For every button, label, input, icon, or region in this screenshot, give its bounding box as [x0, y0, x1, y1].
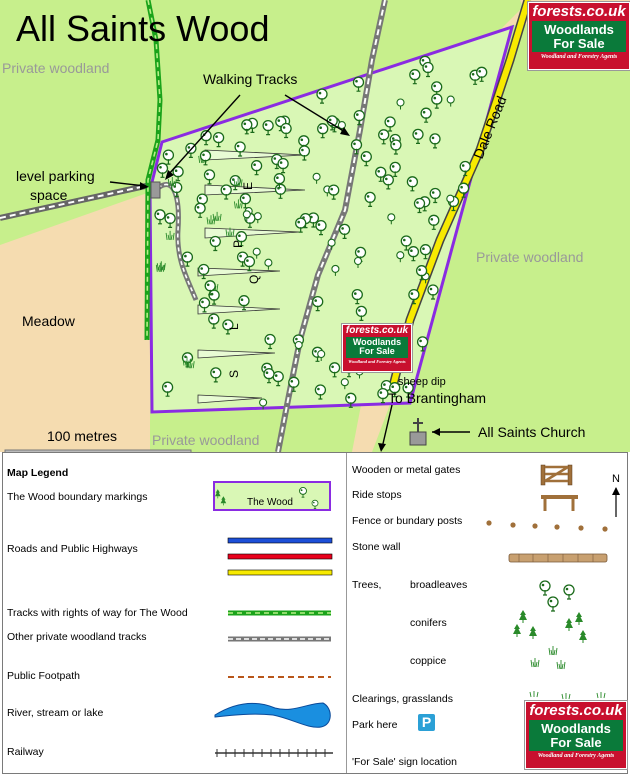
- meadow-area: [0, 192, 150, 452]
- fence-posts-icon: [486, 520, 608, 532]
- sign-box: Woodlands For Sale: [532, 21, 626, 53]
- parking-arrow: [109, 181, 146, 187]
- brantingham-arrow: [381, 404, 393, 449]
- legend-symbols-left: [214, 486, 333, 757]
- legend-item-for-sale: 'For Sale' sign location: [352, 756, 457, 768]
- sign-brand-2: forests.co.uk: [345, 325, 409, 336]
- map-legend: Map Legend The Wood boundary markings Ro…: [2, 452, 628, 774]
- sign-box-3: Woodlands For Sale: [529, 720, 623, 752]
- legend-wood-sample-label: The Wood: [247, 497, 293, 508]
- legend-item-rights-of-way: Tracks with rights of way for The Wood: [7, 607, 188, 619]
- ride-letter-l: L: [227, 323, 241, 330]
- label-sheep-dip: sheep dip: [398, 376, 446, 388]
- map-canvas: E P Q L S: [0, 0, 630, 460]
- conifer-tree-icons: [512, 609, 588, 644]
- ride-letter-q: Q: [247, 275, 261, 284]
- sign-line1-3: Woodlands: [541, 721, 611, 736]
- sign-line2: For Sale: [553, 35, 605, 51]
- legend-item-boundary: The Wood boundary markings: [7, 491, 148, 503]
- clearing-icons: [529, 691, 606, 700]
- legend-item-conifers: conifers: [410, 617, 447, 629]
- walking-arrow-2: [284, 94, 346, 133]
- sign-line1-2: Woodlands: [352, 337, 402, 347]
- legend-item-fence: Fence or bundary posts: [352, 515, 463, 527]
- legend-item-coppice: coppice: [410, 655, 447, 667]
- for-sale-sign-map[interactable]: forests.co.uk Woodlands For Sale Woodlan…: [342, 324, 412, 372]
- sign-line2-2: For Sale: [359, 346, 395, 357]
- legend-item-stone-wall: Stone wall: [352, 541, 401, 553]
- label-parking-line2: space: [30, 187, 68, 203]
- legend-symbols-right: [486, 464, 620, 700]
- label-private-woodland-e: Private woodland: [476, 249, 584, 265]
- for-sale-sign-top[interactable]: forests.co.uk Woodlands For Sale Woodlan…: [528, 2, 630, 70]
- sign-tagline-3: Woodland and Forestry Agents: [537, 753, 615, 760]
- parking-icon: P: [418, 714, 435, 731]
- map-title: All Saints Wood: [16, 8, 270, 49]
- ride-letter-e: E: [241, 182, 255, 190]
- gate-icon: [540, 464, 573, 486]
- legend-divider: [346, 453, 347, 773]
- coppice-icons: [530, 645, 566, 670]
- north-label: N: [612, 473, 620, 485]
- label-walking-tracks: Walking Tracks: [203, 71, 298, 87]
- legend-item-trees: Trees,: [352, 579, 382, 591]
- for-sale-sign-legend: forests.co.uk Woodlands For Sale Woodlan…: [525, 701, 627, 769]
- stone-wall-icon: [508, 553, 608, 563]
- ride-stop-icon: [541, 495, 578, 511]
- label-scale: 100 metres: [47, 428, 118, 444]
- legend-item-broadleaves: broadleaves: [410, 579, 468, 591]
- legend-item-private-tracks: Other private woodland tracks: [7, 631, 147, 643]
- legend-title: Map Legend: [7, 467, 69, 479]
- sign-brand: forests.co.uk: [532, 3, 626, 20]
- sign-line2-3: For Sale: [550, 734, 602, 750]
- sign-box-2: Woodlands For Sale: [346, 337, 408, 358]
- site-map: E P Q L S All Saints Wood Private woodla…: [0, 0, 630, 460]
- parking-space: [150, 181, 161, 199]
- legend-item-ride-stops: Ride stops: [352, 489, 402, 501]
- church-symbol: [409, 418, 427, 446]
- walking-arrow-1: [167, 94, 241, 176]
- legend-item-roads: Roads and Public Highways: [7, 543, 138, 555]
- legend-item-park: Park here: [352, 719, 398, 731]
- sign-tagline-2: Woodland and Forestry Agents: [348, 358, 406, 364]
- ride-letter-s: S: [227, 370, 241, 378]
- legend-item-river: River, stream or lake: [7, 707, 104, 719]
- legend-item-railway: Railway: [7, 746, 44, 758]
- legend-item-footpath: Public Footpath: [7, 670, 80, 682]
- label-private-woodland-nw: Private woodland: [2, 60, 110, 76]
- label-parking-line1: level parking: [16, 168, 95, 184]
- legend-item-gates: Wooden or metal gates: [352, 464, 461, 476]
- label-church: All Saints Church: [478, 424, 586, 440]
- sign-tagline: Woodland and Forestry Agents: [540, 54, 618, 61]
- sign-line1: Woodlands: [544, 22, 614, 37]
- label-private-woodland-s: Private woodland: [152, 432, 260, 448]
- sign-brand-3: forests.co.uk: [529, 702, 623, 719]
- legend-item-clearings: Clearings, grasslands: [352, 693, 453, 705]
- broadleaf-tree-icons: [539, 580, 575, 612]
- road-verge: [352, 0, 630, 452]
- label-meadow: Meadow: [22, 313, 75, 329]
- ride-letter-p: P: [231, 240, 245, 248]
- legend-wood-sample: The Wood: [213, 481, 331, 511]
- label-to-brantingham: To Brantingham: [388, 390, 487, 406]
